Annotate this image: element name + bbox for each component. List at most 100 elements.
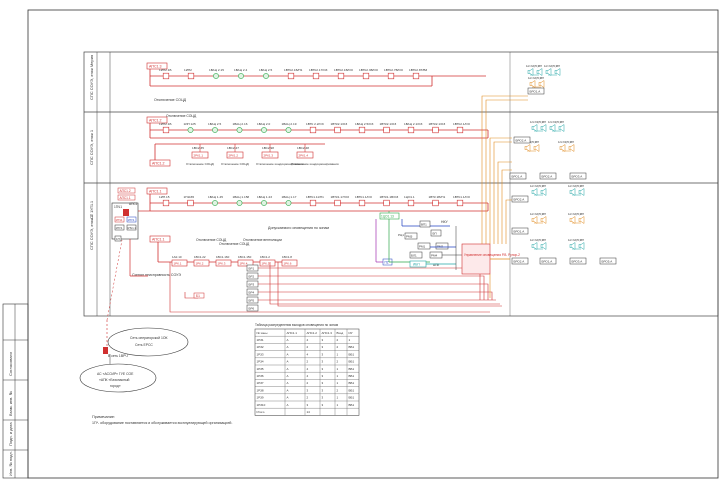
bro-box: БРО1.А <box>511 227 529 235</box>
device-code: 1ИП2 <box>184 68 192 72</box>
manual-callpoint-icon <box>162 72 170 80</box>
b1-box <box>193 292 205 299</box>
notes-line: 1П*- оборудование поставляется и обслужи… <box>92 421 232 425</box>
table-cell: ВБ1 <box>349 360 355 364</box>
device-code: 1ВТК2.17/ОЗ <box>309 68 328 72</box>
speaker-group-label: 1/2-У2(Л1)ВП <box>568 184 584 188</box>
speaker-group: 1/2-У2(Л1)ВП <box>568 184 584 196</box>
smoke-detector-icon <box>263 73 269 79</box>
warning-label: Допускаемого оповещения по зонам <box>268 226 330 230</box>
center-box <box>404 232 418 240</box>
device-code: 1ВТК1.1/ОЗ <box>453 195 470 199</box>
arm-box <box>146 116 168 124</box>
br-box-label: БР2 <box>249 275 255 279</box>
speaker-icon <box>569 216 576 224</box>
speaker-group-label: 1/2-У2(Л1)ВП <box>544 64 560 68</box>
speaker-icon <box>540 242 547 250</box>
relay-label: Отключение СОЦД <box>196 238 227 242</box>
device-code: 1ВАЦ 1.23 <box>257 195 272 199</box>
device-code: 1ВАЦ 2.16 <box>233 122 248 126</box>
side-label: СП 1УП1.1 <box>90 201 94 219</box>
side-stamp: Инв. № подл. Подп. и дата Взам. инв. № С… <box>2 303 29 479</box>
table-header: ИУ <box>349 331 353 335</box>
relay-label: Отключение СОЦД <box>221 162 249 166</box>
bro-label: БРО3.А <box>572 260 583 264</box>
device-code: 1ВТК 2.2/ОЗ <box>306 122 324 126</box>
speaker-group-label: 1/2-У2(Л1)ВП <box>530 184 546 188</box>
device-code: 1ВТК2.3В/ОЗ <box>359 68 378 72</box>
speaker-group: 1/4-У3(Л1)ВП <box>530 120 546 132</box>
center-box <box>409 251 423 259</box>
manual-callpoint-icon <box>309 199 317 207</box>
relay-code: 1ВС1.160 <box>216 255 230 259</box>
center-box <box>419 220 431 228</box>
detector-device: 1ИП2 <box>184 68 195 80</box>
table-cell: 1 <box>349 338 351 342</box>
bro-box: БРО1.А <box>509 172 527 180</box>
table-cell: А <box>287 381 289 385</box>
smoke-detector-icon <box>285 200 292 206</box>
table-cell: А <box>287 403 289 407</box>
detector-device: 1ВТК1.11/П1 <box>306 195 324 207</box>
row1-note: Отключение СОЦД <box>154 98 187 102</box>
table-cell: ВБ1 <box>349 388 355 392</box>
relay-box-label: 2РК1.2 <box>229 154 239 158</box>
speaker-group: 1/2-У2(Л1)ВП <box>530 212 546 224</box>
cabinet-label-line: Управление оповещения Р.В. Рупор-2 <box>464 253 520 257</box>
bro-box: БРО3.А <box>569 172 587 180</box>
network-cloud: Сеть операторской 1ОК Сеть ЕРСС В сеть 1… <box>79 327 189 393</box>
speaker-group-label: 1/2-У2(Л1)ВП <box>528 76 544 80</box>
zone-table: Таблица распределения выходов оповещения… <box>254 323 360 416</box>
arm-box-small <box>117 187 136 194</box>
floor-bands: СПС СОУЭ, этаж Мерия СПС СОУЭ, этаж 1 СП… <box>83 51 719 317</box>
device-code: 1ЦО1.1 <box>404 195 415 199</box>
table-title: Таблица распределения выходов оповещения… <box>255 323 338 327</box>
relay-box-label: 2РК1.1 <box>194 154 204 158</box>
relay-code: 1ВС2.35 <box>192 146 204 150</box>
speaker-icon <box>545 68 552 76</box>
bro-label: БРО1.А <box>514 230 525 234</box>
speaker-icon <box>559 144 566 152</box>
manual-callpoint-icon <box>187 199 194 207</box>
relay-code: 1ВС1.8 <box>282 255 292 259</box>
table-cell: А <box>287 360 289 364</box>
detector-device: 1Н1165 <box>184 195 194 207</box>
device-code: 1ВТК2.7В/ОЗ <box>384 68 403 72</box>
manual-callpoint-icon <box>187 72 195 80</box>
device-code: 1ВТК2.1/ОЗ <box>429 122 446 126</box>
stamp-cell: Взам. инв. № <box>8 391 13 416</box>
box-d: 1ПЧ1.1 <box>127 226 136 230</box>
device-code: 1ВТК1.17/ОЗ <box>331 195 350 199</box>
speaker-group: 1/4-У3(Л1)ВП <box>548 120 564 132</box>
manual-callpoint-icon <box>358 199 366 207</box>
bro-label: БРО1.А <box>542 260 553 264</box>
device-code: 1ВАЦ 2.19 <box>282 122 297 126</box>
center-box-label: БП <box>433 232 437 236</box>
detector-device: 1ВТК1.1/ОЗ <box>355 195 372 207</box>
br-box: БР3 <box>246 280 259 288</box>
table-cell: 2 <box>307 396 309 400</box>
table-cell: 2 <box>307 381 309 385</box>
relay-code: 1ВС2.47 <box>227 146 239 150</box>
floor-label: СПС СОУЭ, этаж 1 <box>89 129 94 165</box>
manual-callpoint-icon <box>334 126 341 134</box>
arm-box-label: АПС1.1 <box>120 196 131 200</box>
center-box <box>417 242 431 250</box>
cabinet-label: 1ПЧ1 <box>114 205 122 209</box>
table-cell: 3 <box>322 374 324 378</box>
speaker-group: 1/2-У2(Л1)ВП <box>568 212 584 224</box>
center-box-top <box>379 212 400 220</box>
table-cell: 2 <box>337 388 339 392</box>
table-cell: 1 <box>337 403 339 407</box>
detector-device: 1ВТК2.1/ОЗ <box>429 122 446 134</box>
relay-box-label: 2РК1.3 <box>264 154 274 158</box>
bro-label: БРО2.А <box>514 198 525 202</box>
relay-arm-box <box>149 159 171 167</box>
center-control: 1ЦО1.13 НКУ ВП1 БП РМЗ РМ1 РМ2 БЛ1 РМ4 И… <box>375 211 462 270</box>
manual-callpoint-icon <box>312 72 320 80</box>
speaker-group-label: 1/2-У2(Л1)ВП <box>530 238 546 242</box>
device-code: 1ИП 125 <box>184 122 196 126</box>
table-cell: А <box>287 396 289 400</box>
